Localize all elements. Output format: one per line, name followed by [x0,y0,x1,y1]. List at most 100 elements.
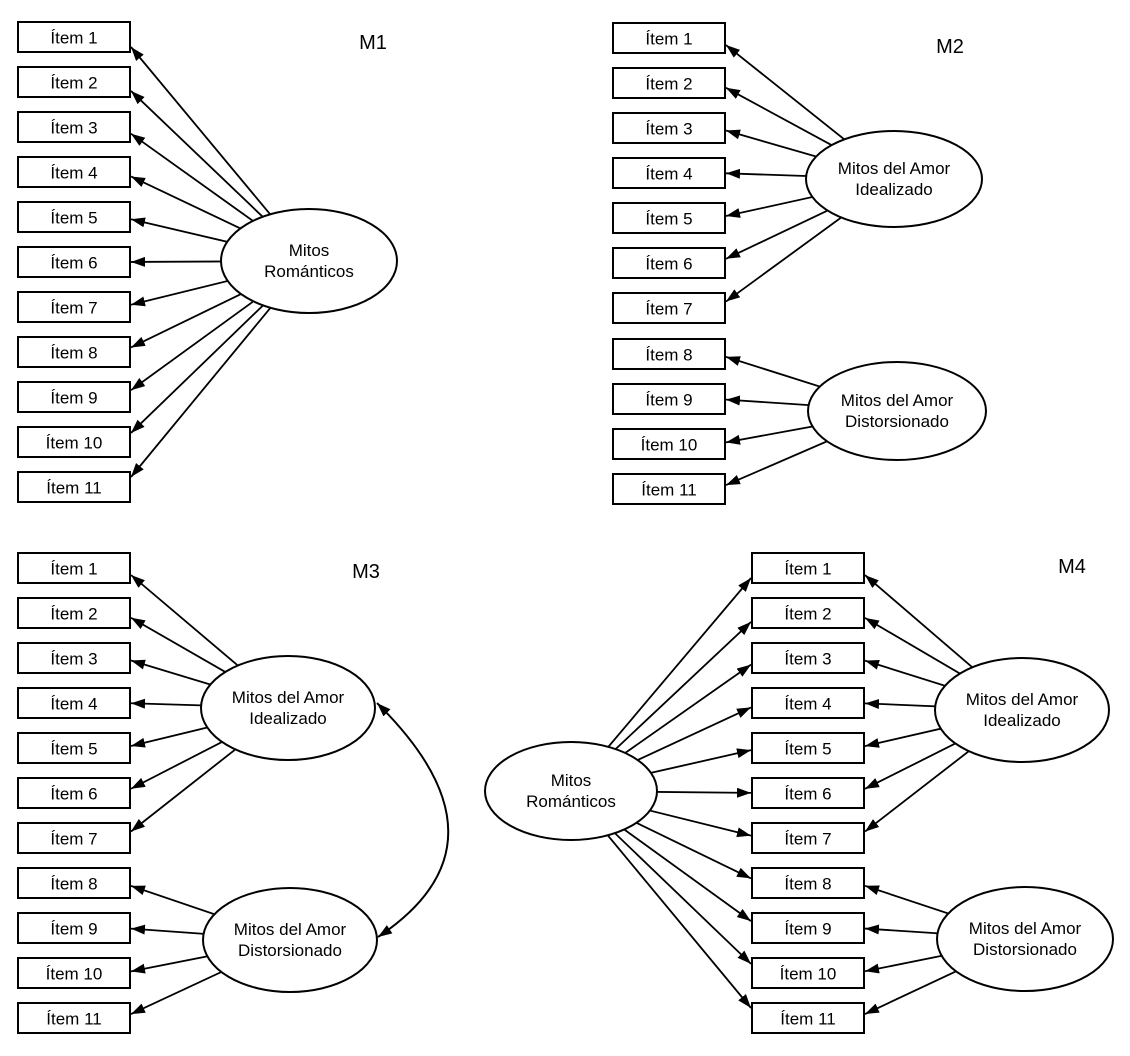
item-box [751,867,865,899]
item-label: Ítem 3 [50,650,97,669]
item-box [751,1002,865,1034]
item-box [612,67,726,99]
factor-label: Idealizado [249,709,327,728]
item-label: Ítem 7 [50,299,97,318]
item-box [17,552,131,584]
factor-label: Mitos del Amor [966,690,1079,709]
item-label: Ítem 9 [784,920,831,939]
factor-ellipse [484,741,658,841]
factor-ellipse [807,361,987,461]
item-label: Ítem 5 [50,740,97,759]
item-label: Ítem 11 [641,481,696,500]
item-label: Ítem 2 [784,605,831,624]
item-label: Ítem 5 [50,209,97,228]
factor-ellipse [934,657,1110,763]
item-box [17,471,131,503]
item-box [17,822,131,854]
item-box [751,957,865,989]
item-label: Ítem 7 [645,300,692,319]
factor-label: Mitos [551,771,592,790]
item-box [17,777,131,809]
item-label: Ítem 6 [50,254,97,273]
item-label: Ítem 6 [645,255,692,274]
factor-label: Distorsionado [845,412,949,431]
factor-ellipse [936,886,1114,992]
item-label: Ítem 1 [50,560,97,579]
item-label: Ítem 8 [645,346,692,365]
item-label: Ítem 8 [50,875,97,894]
item-box [612,292,726,324]
item-label: Ítem 8 [784,875,831,894]
model-label: M4 [1058,556,1086,578]
item-box [612,157,726,189]
item-label: Ítem 5 [784,740,831,759]
factor-ellipse [805,130,983,228]
item-box [17,1002,131,1034]
factor-ellipse [220,208,398,314]
factor-label: Mitos del Amor [841,391,954,410]
item-box [17,246,131,278]
item-box [612,202,726,234]
item-label: Ítem 9 [50,389,97,408]
item-box [612,247,726,279]
factor-label: Distorsionado [238,941,342,960]
item-box [17,111,131,143]
item-box [612,428,726,460]
item-label: Ítem 2 [50,605,97,624]
item-box [612,112,726,144]
item-box [612,22,726,54]
factor-label: Mitos del Amor [234,920,347,939]
item-box [612,338,726,370]
model-label: M3 [352,561,380,583]
item-box [751,777,865,809]
item-label: Ítem 11 [46,479,101,498]
item-label: Ítem 4 [645,165,692,184]
item-box [17,642,131,674]
item-label: Ítem 11 [46,1010,101,1029]
item-label: Ítem 6 [784,785,831,804]
item-box [17,66,131,98]
factor-label: Mitos del Amor [838,159,951,178]
factor-label: Mitos [289,241,330,260]
item-box [17,957,131,989]
item-label: Ítem 1 [50,29,97,48]
item-box [17,912,131,944]
item-box [17,732,131,764]
item-label: Ítem 10 [46,434,103,453]
item-box [17,381,131,413]
item-box [751,597,865,629]
item-label: Ítem 4 [784,695,831,714]
item-label: Ítem 10 [641,436,698,455]
item-box [751,642,865,674]
item-label: Ítem 1 [645,30,692,49]
item-label: Ítem 4 [50,695,97,714]
item-box [751,912,865,944]
item-box [17,21,131,53]
item-label: Ítem 8 [50,344,97,363]
item-box [17,156,131,188]
item-label: Ítem 6 [50,785,97,804]
correlation-double-arrow [376,702,450,938]
factor-label: Románticos [526,792,616,811]
item-box [751,552,865,584]
item-box [17,201,131,233]
item-box [17,291,131,323]
item-box [17,867,131,899]
item-label: Ítem 2 [645,75,692,94]
item-label: Ítem 7 [50,830,97,849]
item-box [612,383,726,415]
item-label: Ítem 9 [645,391,692,410]
factor-ellipse [200,655,376,761]
item-label: Ítem 5 [645,210,692,229]
item-label: Ítem 4 [50,164,97,183]
item-label: Ítem 2 [50,74,97,93]
item-box [751,822,865,854]
item-box [17,426,131,458]
model-label: M1 [359,32,387,54]
factor-label: Idealizado [855,180,933,199]
